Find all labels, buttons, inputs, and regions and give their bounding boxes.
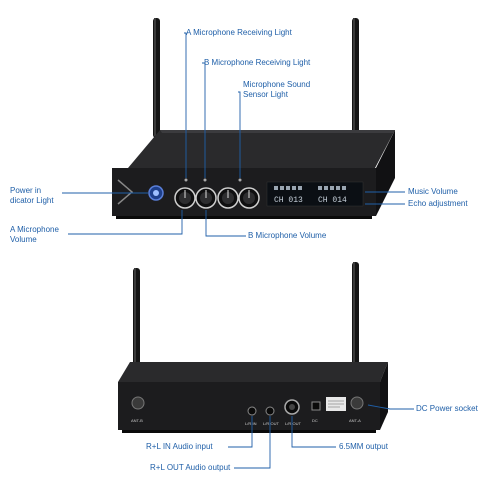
knob-echo (238, 187, 260, 209)
callout-lines (62, 32, 414, 469)
svg-text:DC: DC (312, 418, 318, 423)
label-music-volume: Music Volume (408, 187, 458, 196)
lout-jack (265, 406, 275, 416)
svg-text:L/R-OUT: L/R-OUT (285, 421, 302, 426)
label-a-mic-volume: A Microphone Volume (10, 225, 59, 244)
back-top-surface (118, 362, 388, 382)
label-6-5mm-output: 6.5MM output (339, 442, 388, 451)
ant-b-connector (131, 396, 145, 410)
front-display (266, 181, 364, 207)
label-mic-sound-sensor-light: Microphone Sound Sensor Light (243, 80, 311, 99)
knob-music-volume (217, 187, 239, 209)
label-power-indicator-light: Power in dicator Light (10, 186, 54, 205)
ant-a-connector (350, 396, 364, 410)
label-echo-adjustment: Echo adjustment (408, 199, 468, 208)
port-label-ant-a: ANT-A (349, 418, 361, 423)
logo-icon (117, 179, 134, 205)
label-rl-out-audio-output: R+L OUT Audio output (150, 463, 231, 472)
svg-text:L/R-OUT: L/R-OUT (263, 421, 280, 426)
label-b-mic-receiving-light: B Microphone Receiving Light (204, 58, 311, 67)
knob-a-volume (174, 187, 196, 209)
display-channel-right: CH 014 (318, 196, 347, 205)
front-top-surface (128, 130, 395, 168)
knob-b-volume (195, 187, 217, 209)
back-receiver: ANT-B ANT-A L/R-IN L/R-OUT L/R-OUT DC (118, 262, 388, 433)
port-label-ant-b: ANT-B (131, 418, 143, 423)
dc-socket (311, 401, 321, 411)
a-receiving-led (184, 178, 188, 182)
sound-sensor-led (238, 178, 242, 182)
front-receiver: CH 013 CH 014 (112, 18, 395, 219)
label-rl-in-audio-input: R+L IN Audio input (146, 442, 213, 451)
label-dc-power-socket: DC Power socket (416, 404, 478, 413)
label-b-mic-volume: B Microphone Volume (248, 231, 327, 240)
display-channel-left: CH 013 (274, 196, 303, 205)
lin-jack (247, 406, 257, 416)
svg-text:L/R-IN: L/R-IN (245, 421, 257, 426)
label-a-mic-receiving-light: A Microphone Receiving Light (186, 28, 292, 37)
b-receiving-led (203, 178, 207, 182)
